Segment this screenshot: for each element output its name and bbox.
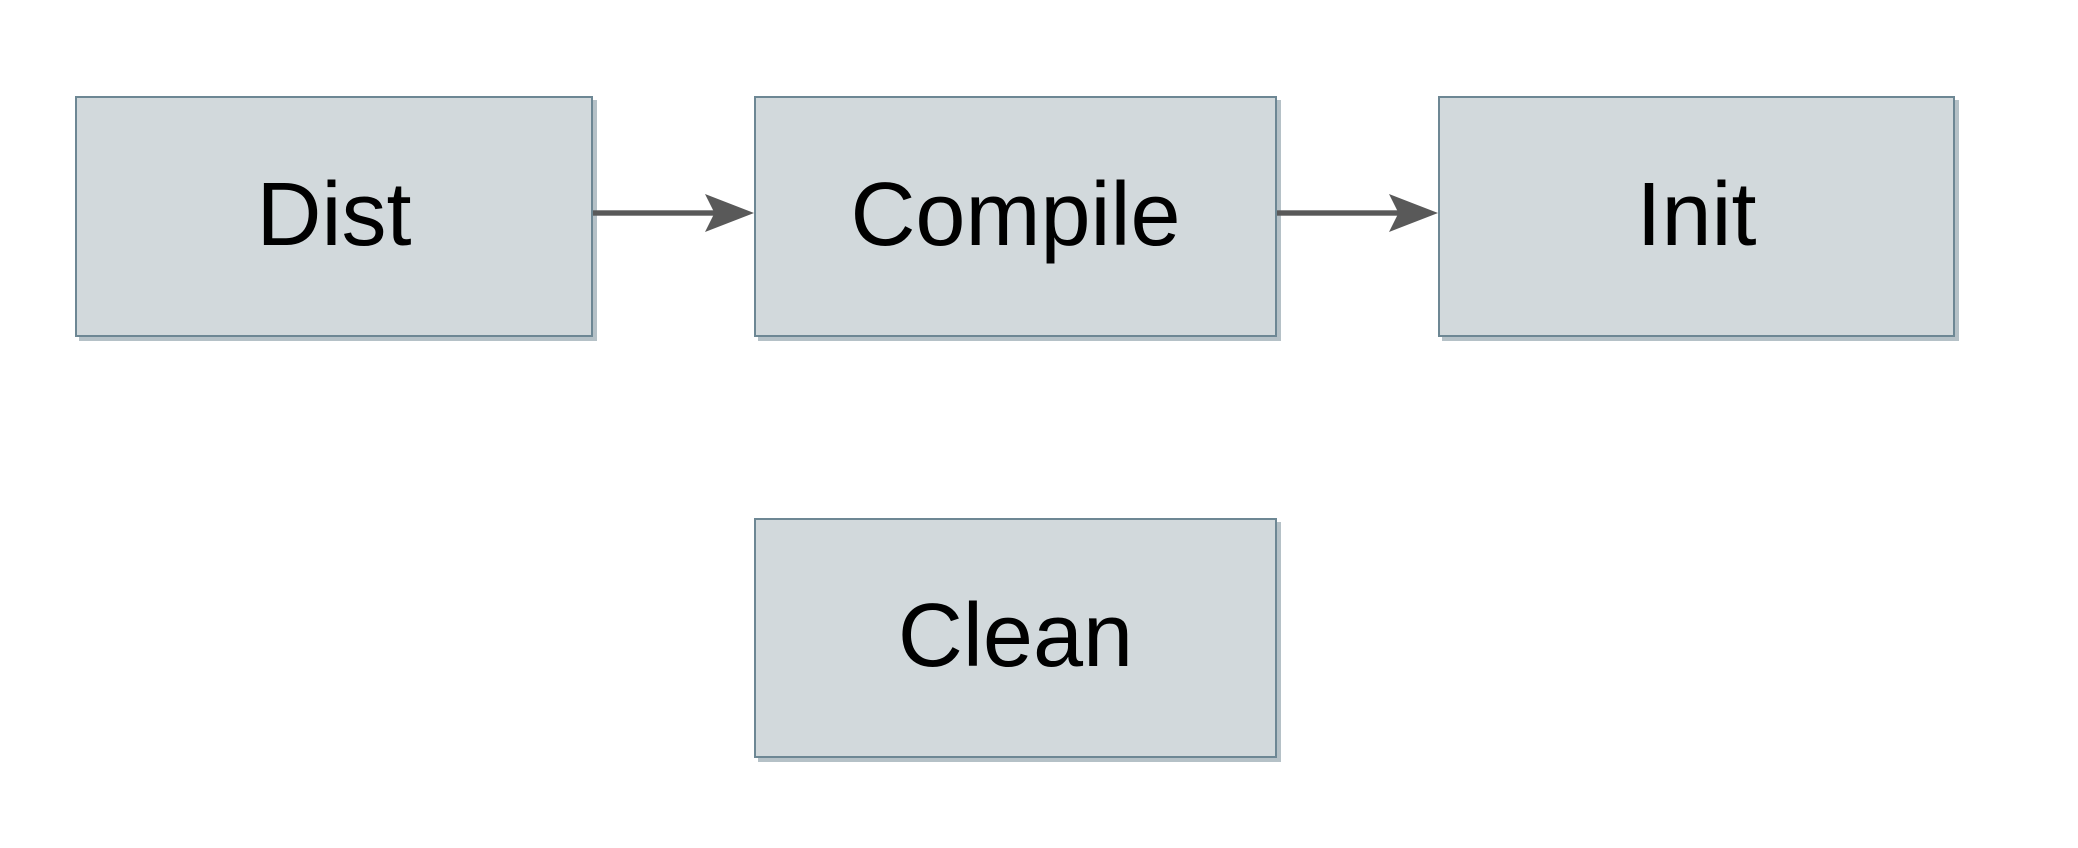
node-dist-label: Dist [256,164,412,265]
node-compile: Compile [754,96,1277,337]
node-init: Init [1438,96,1955,337]
node-init-label: Init [1636,164,1757,265]
arrow-compile-to-init-icon [1277,194,1438,232]
node-clean-label: Clean [897,586,1134,686]
arrow-dist-to-compile-icon [593,194,754,232]
node-dist: Dist [75,96,593,337]
node-compile-label: Compile [850,164,1181,265]
node-clean: Clean [754,518,1277,758]
